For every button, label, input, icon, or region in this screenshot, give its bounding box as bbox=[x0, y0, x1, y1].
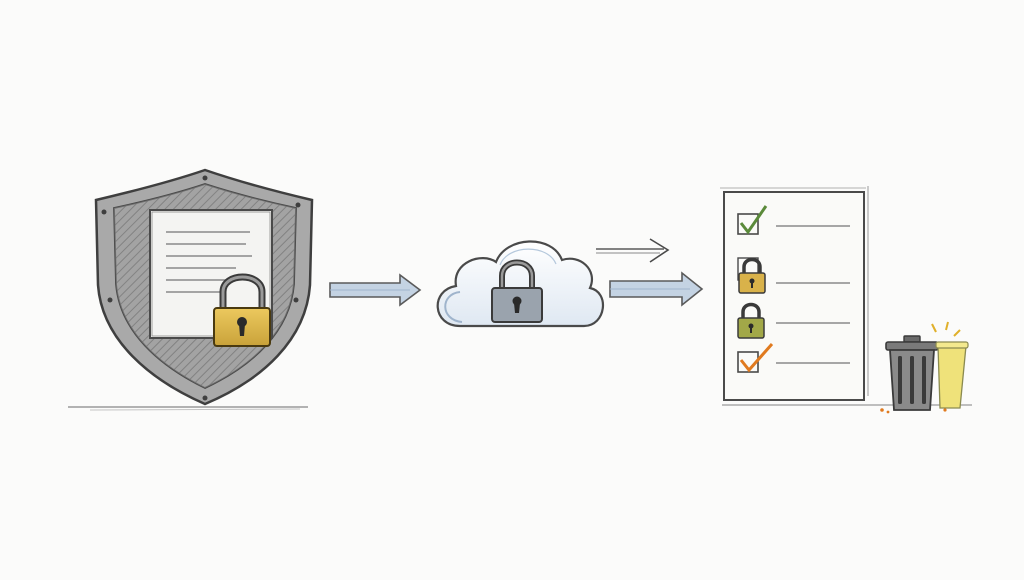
cloud-stage bbox=[436, 240, 605, 328]
checklist-row-4 bbox=[737, 343, 850, 373]
padlock-icon bbox=[491, 259, 543, 323]
check-icon bbox=[739, 343, 774, 373]
checklist-row-3 bbox=[737, 302, 850, 339]
padlock-icon bbox=[738, 257, 766, 294]
arrow-right-icon bbox=[596, 238, 704, 307]
motion-marks bbox=[931, 321, 961, 337]
document-text-lines bbox=[166, 231, 252, 293]
cloud-icon bbox=[436, 240, 605, 328]
document-icon bbox=[149, 209, 273, 339]
bin-container-icon bbox=[935, 341, 969, 409]
checklist-stage bbox=[720, 186, 972, 414]
checklist-row-2 bbox=[737, 257, 850, 294]
debris-marks bbox=[880, 408, 947, 414]
trash-can-icon bbox=[885, 335, 939, 411]
padlock-icon bbox=[213, 273, 271, 347]
check-icon bbox=[739, 205, 768, 235]
padlock-icon bbox=[737, 302, 765, 339]
checklist-row-1 bbox=[737, 205, 850, 235]
ground-line-sketch bbox=[89, 408, 301, 411]
shield-rivets bbox=[101, 175, 301, 401]
shield-stage bbox=[68, 168, 314, 411]
arrow-right-icon bbox=[329, 273, 422, 307]
